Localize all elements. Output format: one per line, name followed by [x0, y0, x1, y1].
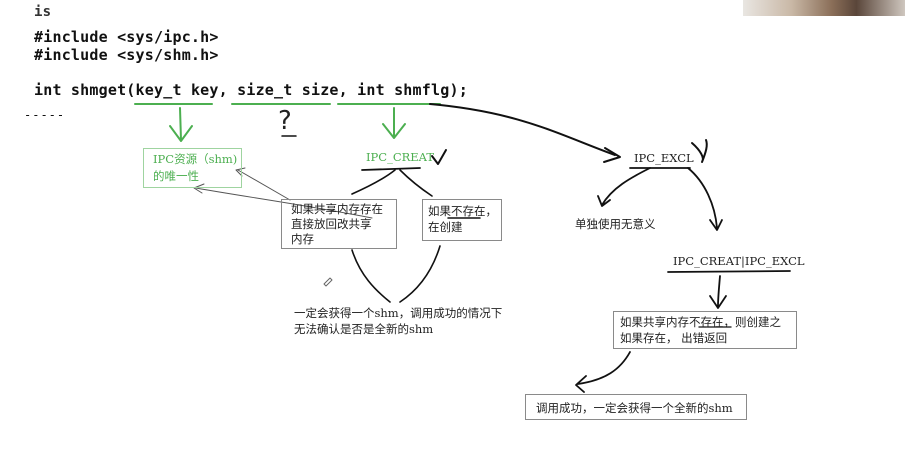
- branch-creat-left: [351, 169, 396, 195]
- branch-creat-right: [399, 169, 433, 197]
- underline-creat-excl: [667, 270, 791, 273]
- check-creat-icon: [431, 149, 447, 165]
- creat-summary-line2: 无法确认是否是全新的shm: [294, 322, 434, 336]
- code-param-key-name: key: [190, 81, 219, 99]
- notexist-box: [422, 199, 502, 241]
- ipc-unique-line2: 的唯一性: [153, 169, 199, 183]
- excl-alone-note: 单独使用无意义: [575, 217, 656, 231]
- code-param-key-type: key_t: [135, 81, 191, 99]
- code-include-shm: #include <sys/shm.h>: [34, 46, 219, 64]
- code-param-shmflg-type: int: [357, 81, 395, 99]
- creat-excl-label: IPC_CREAT|IPC_EXCL: [673, 254, 805, 268]
- arrow-to-final-icon: [575, 351, 631, 393]
- arrow-excl-left-icon: [597, 167, 651, 207]
- question-mark: ?: [278, 106, 292, 136]
- code-shmget-prototype: int shmget(key_t key, size_t size, int s…: [34, 81, 468, 99]
- creat-excl-box: [613, 311, 797, 349]
- notexist-box-line1: 如果不存在，: [428, 204, 497, 218]
- final-box: [525, 394, 747, 420]
- exists-box-line2: 直接放回改共享: [291, 217, 372, 231]
- ipc-unique-line1: IPC资源（shm): [153, 152, 238, 166]
- line-exists-to-summary: [351, 249, 391, 303]
- arrow-shmflg-down-icon: [382, 107, 406, 139]
- code-param-shmflg-name: shmflg: [394, 81, 450, 99]
- ipc-excl-label: IPC_EXCL: [634, 151, 694, 165]
- arrow-creat-excl-down-icon: [709, 275, 727, 309]
- code-prototype-end: );: [449, 81, 468, 99]
- notexist-box-line2: 在创建: [428, 220, 463, 234]
- exists-box-line1: 如果共享内存存在: [291, 202, 383, 216]
- line-box-to-unique-1: [235, 167, 291, 201]
- line-box-to-unique-2: [193, 183, 373, 219]
- code-dashes: -----: [24, 108, 66, 122]
- creat-excl-box-line1: 如果共享内存不存在，则创建之: [620, 315, 781, 329]
- webcam-overlay: [743, 0, 905, 16]
- underline-creat: [361, 167, 421, 171]
- code-include-ipc: #include <sys/ipc.h>: [34, 28, 219, 46]
- code-param-size-type: size_t: [237, 81, 302, 99]
- exists-box: [281, 199, 397, 249]
- ipc-unique-box: [143, 148, 242, 188]
- arrow-key-down-icon: [169, 107, 193, 142]
- exists-box-line3: 内存: [291, 232, 314, 246]
- code-param-size-name: size: [301, 81, 339, 99]
- line-notexist-to-summary: [399, 245, 441, 303]
- pen-cursor-icon: [323, 277, 333, 287]
- creat-excl-box-line2: 如果存在， 出错返回: [620, 331, 728, 345]
- ipc-creat-label: IPC_CREAT: [366, 150, 435, 164]
- arrow-excl-right-icon: [687, 167, 723, 231]
- code-sep-2: ,: [338, 81, 358, 99]
- arrow-to-excl-curve: [429, 103, 616, 156]
- arrow-to-excl-head-icon: [603, 147, 621, 163]
- check-excl-icon: [691, 139, 708, 163]
- code-prototype-ret: int shmget(: [34, 81, 136, 99]
- final-box-text: 调用成功，一定会获得一个全新的shm: [536, 401, 733, 415]
- code-line-partial: is: [34, 4, 52, 20]
- creat-summary-line1: 一定会获得一个shm，调用成功的情况下: [294, 306, 503, 320]
- code-sep-1: ,: [218, 81, 238, 99]
